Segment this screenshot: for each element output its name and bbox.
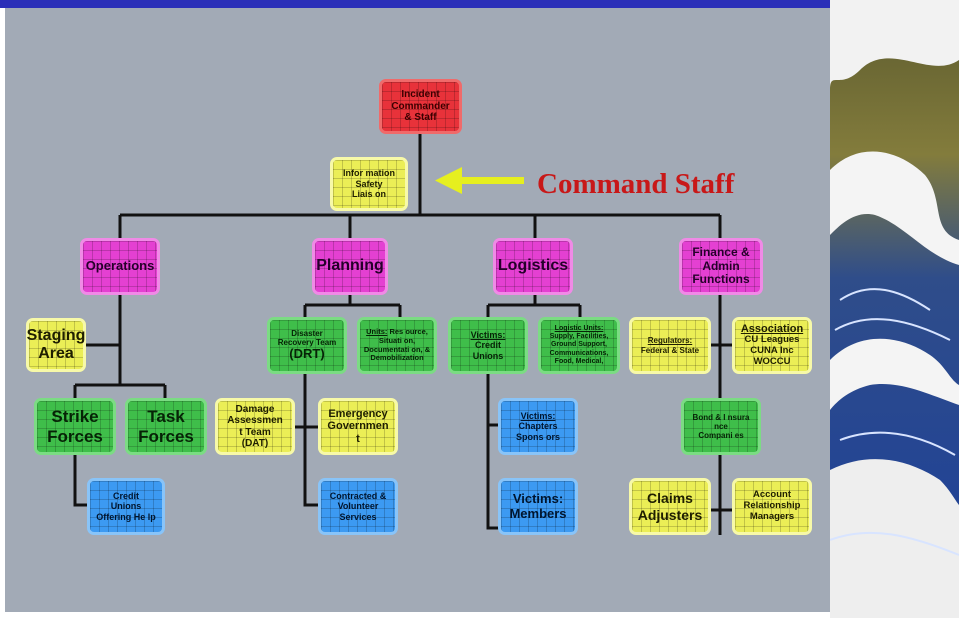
wave-decoration [830,0,959,618]
title-bar [0,0,830,8]
victims-members-box: Victims:Members [498,478,578,535]
logistic-units-box: Logistic Units:Supply, Facilities,Ground… [538,317,620,374]
planning-units-box: Units: Res ource,Situati on,Documentati … [357,317,437,374]
logistics-box: Logistics [493,238,573,295]
connector-planning-tree [295,294,402,507]
left-arrow-icon [435,167,524,194]
operations-box: Operations [80,238,160,295]
planning-box: Planning [312,238,388,295]
connector-logistics-tree [486,294,582,530]
connector-ops-tree [73,294,167,507]
regulators-box: Regulators:Federal & State [629,317,711,374]
command-staff-label: Command Staff [537,168,735,200]
connector-bus-drops [118,215,722,240]
